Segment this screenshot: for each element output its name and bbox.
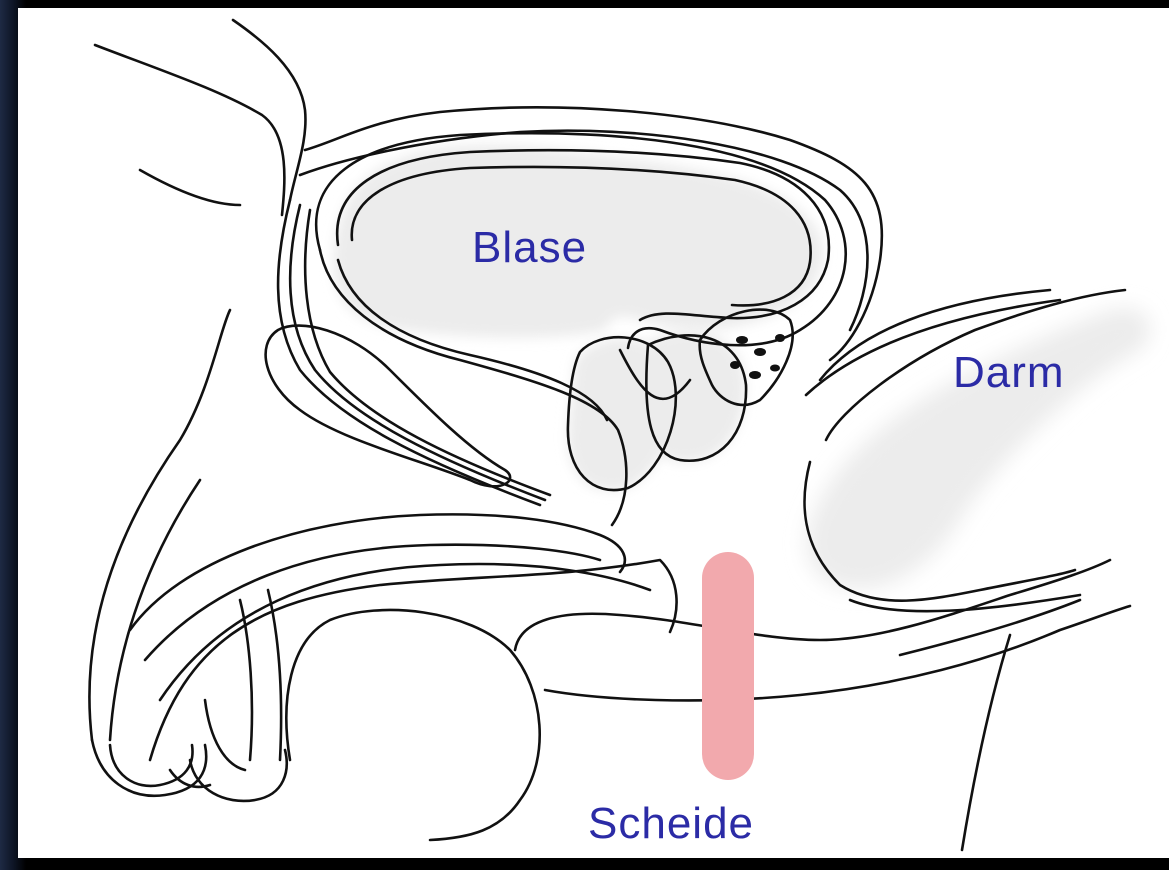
label-scheide: Scheide	[588, 802, 754, 846]
scheide-marker	[702, 552, 754, 780]
label-darm: Darm	[953, 351, 1065, 395]
label-blase: Blase	[472, 226, 587, 270]
